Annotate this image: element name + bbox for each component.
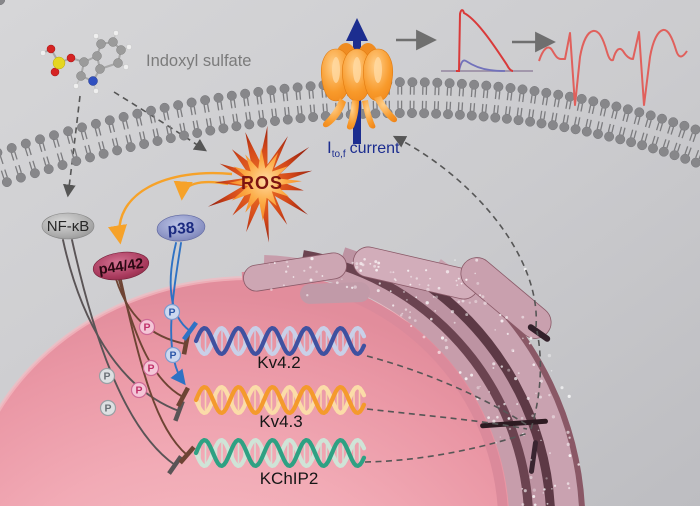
dna-kv4-3 [193,385,367,415]
nuclear-envelope [241,246,585,506]
ap-trace-normal [456,9,514,72]
sulfur-atom [52,56,66,70]
dna-kchip2 [193,438,367,468]
indoxyl-sulfate-label: Indoxyl sulfate [146,52,251,70]
nfkb-node: NF-κB [41,212,95,240]
svg-text:P: P [143,322,150,334]
phospho-badges: P P P P P P P [98,303,182,417]
dashed-link-kchip2-to-pore [364,432,529,463]
ap-trace-reduced [456,59,506,72]
p4442-node: p44/42 [92,251,150,281]
phospho-badge-nfkb: P [99,399,117,417]
gene-label-kv4-3: Kv4.3 [259,412,302,431]
svg-text:P: P [135,385,142,397]
svg-text:P: P [103,371,110,383]
ros-label: ROS [241,173,283,193]
ros-starburst-icon [207,125,313,243]
dashed-link-kv43-to-pore [366,408,528,430]
nuclear-pore [480,324,551,474]
ros-arrow-to-p4442 [108,171,233,245]
dashed-link-through-pore [530,330,542,430]
nfkb-label: NF-κB [47,218,90,235]
dna-kv4-2 [193,326,367,356]
dashed-connectors [62,91,542,463]
dashed-arrow-indoxyl-to-ros [113,91,207,152]
hydrogen-atoms [40,30,132,94]
svg-text:P: P [147,363,154,375]
p38-repression-line-kv42 [169,242,198,341]
p38-arrow-kv43 [170,242,186,386]
svg-text:P: P [169,350,176,362]
phospho-badge-p4442: P [130,381,148,399]
electrophysiology-traces [396,9,688,106]
p38-node: p38 [156,214,206,242]
nfkb-repression-line-kv43 [62,239,185,422]
oxygen-atoms [46,44,76,77]
ribosome-speckles [268,257,580,506]
dashed-arrow-pore-to-channel [392,135,537,328]
signal-nodes: NF-κB p38 p44/42 [41,212,206,281]
indoxyl-sulfate-molecule [40,30,132,94]
phospho-badge-p4442: P [138,318,156,336]
phospho-badge-nfkb: P [98,367,116,385]
dashed-link-kv42-to-pore [366,355,528,426]
ion-channel [321,43,398,130]
p4442-label: p44/42 [98,256,145,278]
gene-label-kchip2: KChIP2 [260,469,319,488]
svg-text:P: P [104,403,111,415]
phospho-badge-p4442: P [142,359,160,377]
phospho-badge-p38: P [163,303,181,321]
nitrogen-atom [88,76,98,86]
ros-burst: ROS [207,125,313,243]
p4442-repression-line-kchip2 [120,279,196,465]
ecg-trace [538,28,688,106]
gene-label-kv4-2: Kv4.2 [257,353,300,372]
carbon-atoms [76,37,126,81]
phospho-badge-p38: P [164,346,182,364]
p38-label: p38 [167,220,195,239]
svg-text:P: P [168,307,175,319]
